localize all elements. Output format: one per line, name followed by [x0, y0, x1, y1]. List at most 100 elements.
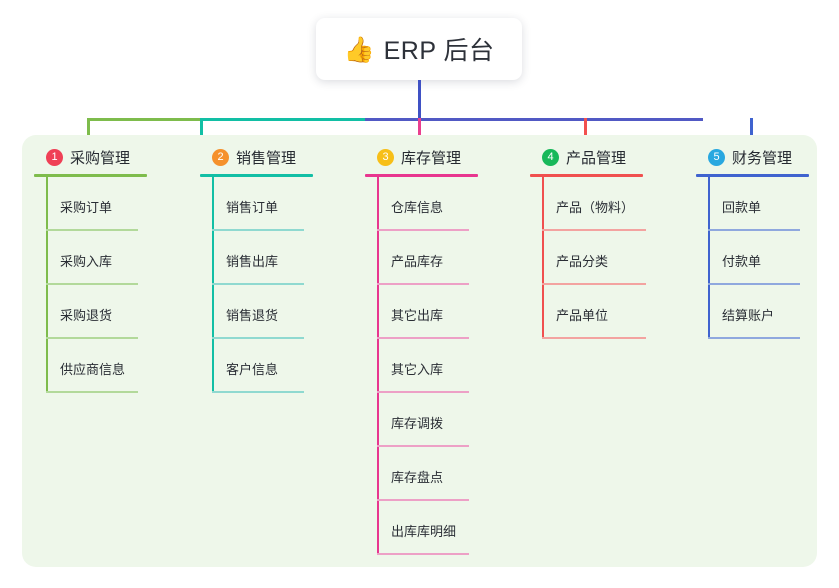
item-label: 采购订单 [60, 200, 113, 215]
item-rule [377, 499, 469, 501]
item-spine [212, 231, 214, 285]
item-rule [377, 445, 469, 447]
item-label: 销售订单 [226, 200, 279, 215]
list-item[interactable]: 产品单位 [530, 285, 646, 339]
column-header-rule-4 [530, 174, 643, 177]
list-item[interactable]: 采购退货 [34, 285, 147, 339]
item-rule [542, 229, 646, 231]
item-spine [377, 339, 379, 393]
list-item[interactable]: 销售出库 [200, 231, 313, 285]
item-rule [708, 337, 800, 339]
item-label: 销售出库 [226, 254, 279, 269]
list-item[interactable]: 销售退货 [200, 285, 313, 339]
item-label: 仓库信息 [391, 200, 444, 215]
list-item[interactable]: 客户信息 [200, 339, 313, 393]
column-header-rule-3 [365, 174, 478, 177]
drop-connector-2 [200, 118, 203, 150]
column-title-2: 销售管理 [236, 149, 297, 167]
item-rule [708, 229, 800, 231]
item-spine [46, 177, 48, 231]
column-badge-2: 2 [212, 148, 229, 166]
item-label: 销售退货 [226, 308, 279, 323]
list-item[interactable]: 出库库明细 [365, 501, 478, 555]
list-item[interactable]: 库存盘点 [365, 447, 478, 501]
list-item[interactable]: 库存调拨 [365, 393, 478, 447]
list-item[interactable]: 仓库信息 [365, 177, 478, 231]
column-badge-3: 3 [377, 148, 394, 166]
column-badge-1: 1 [46, 148, 63, 166]
column-items-4: 产品（物料） 产品分类产品单位 [530, 177, 646, 339]
column-header-rule-2 [200, 174, 313, 177]
item-spine [708, 177, 710, 231]
item-rule [46, 337, 138, 339]
item-label: 付款单 [722, 254, 762, 269]
item-rule [212, 229, 304, 231]
item-spine [212, 339, 214, 393]
item-label: 出库库明细 [391, 524, 457, 539]
item-rule [542, 337, 646, 339]
root-node[interactable]: 👍 ERP 后台 [316, 18, 522, 80]
list-item[interactable]: 其它出库 [365, 285, 478, 339]
item-spine [708, 285, 710, 339]
column-badge-5: 5 [708, 148, 725, 166]
item-rule [542, 283, 646, 285]
list-item[interactable]: 销售订单 [200, 177, 313, 231]
column-header-2[interactable]: 2 销售管理 [200, 146, 313, 168]
item-spine [377, 501, 379, 555]
list-item[interactable]: 供应商信息 [34, 339, 147, 393]
list-item[interactable]: 采购订单 [34, 177, 147, 231]
list-item[interactable]: 采购入库 [34, 231, 147, 285]
column-header-rule-5 [696, 174, 809, 177]
column-items-2: 销售订单销售出库销售退货客户信息 [200, 177, 313, 393]
list-item[interactable]: 产品分类 [530, 231, 646, 285]
item-label: 客户信息 [226, 362, 279, 377]
item-rule [212, 337, 304, 339]
item-rule [377, 391, 469, 393]
item-spine [542, 177, 544, 231]
item-spine [377, 447, 379, 501]
column-header-3[interactable]: 3 库存管理 [365, 146, 478, 168]
item-rule [377, 283, 469, 285]
drop-connector-4 [584, 118, 587, 150]
drop-connector-3 [418, 118, 421, 150]
item-label: 采购退货 [60, 308, 113, 323]
list-item[interactable]: 其它入库 [365, 339, 478, 393]
item-label: 产品（物料） [556, 200, 635, 215]
item-rule [46, 391, 138, 393]
column-badge-4: 4 [542, 148, 559, 166]
root-stem-connector [418, 80, 421, 120]
item-label: 回款单 [722, 200, 762, 215]
item-label: 产品单位 [556, 308, 609, 323]
item-label: 产品库存 [391, 254, 444, 269]
item-rule [46, 283, 138, 285]
list-item[interactable]: 付款单 [696, 231, 809, 285]
list-item[interactable]: 回款单 [696, 177, 809, 231]
item-label: 其它出库 [391, 308, 444, 323]
list-item[interactable]: 结算账户 [696, 285, 809, 339]
item-spine [46, 285, 48, 339]
item-spine [212, 285, 214, 339]
list-item[interactable]: 产品（物料） [530, 177, 646, 231]
drop-connector-5 [750, 118, 753, 150]
item-spine [46, 339, 48, 393]
item-spine [377, 231, 379, 285]
item-label: 库存调拨 [391, 416, 444, 431]
item-spine [542, 285, 544, 339]
item-rule [377, 337, 469, 339]
item-label: 产品分类 [556, 254, 609, 269]
item-label: 供应商信息 [60, 362, 126, 377]
column-items-3: 仓库信息产品库存其它出库其它入库库存调拨库存盘点出库库明细 [365, 177, 478, 555]
column-title-3: 库存管理 [401, 149, 462, 167]
item-spine [377, 285, 379, 339]
list-item[interactable]: 产品库存 [365, 231, 478, 285]
item-rule [212, 391, 304, 393]
item-spine [542, 231, 544, 285]
content-panel [22, 135, 817, 567]
